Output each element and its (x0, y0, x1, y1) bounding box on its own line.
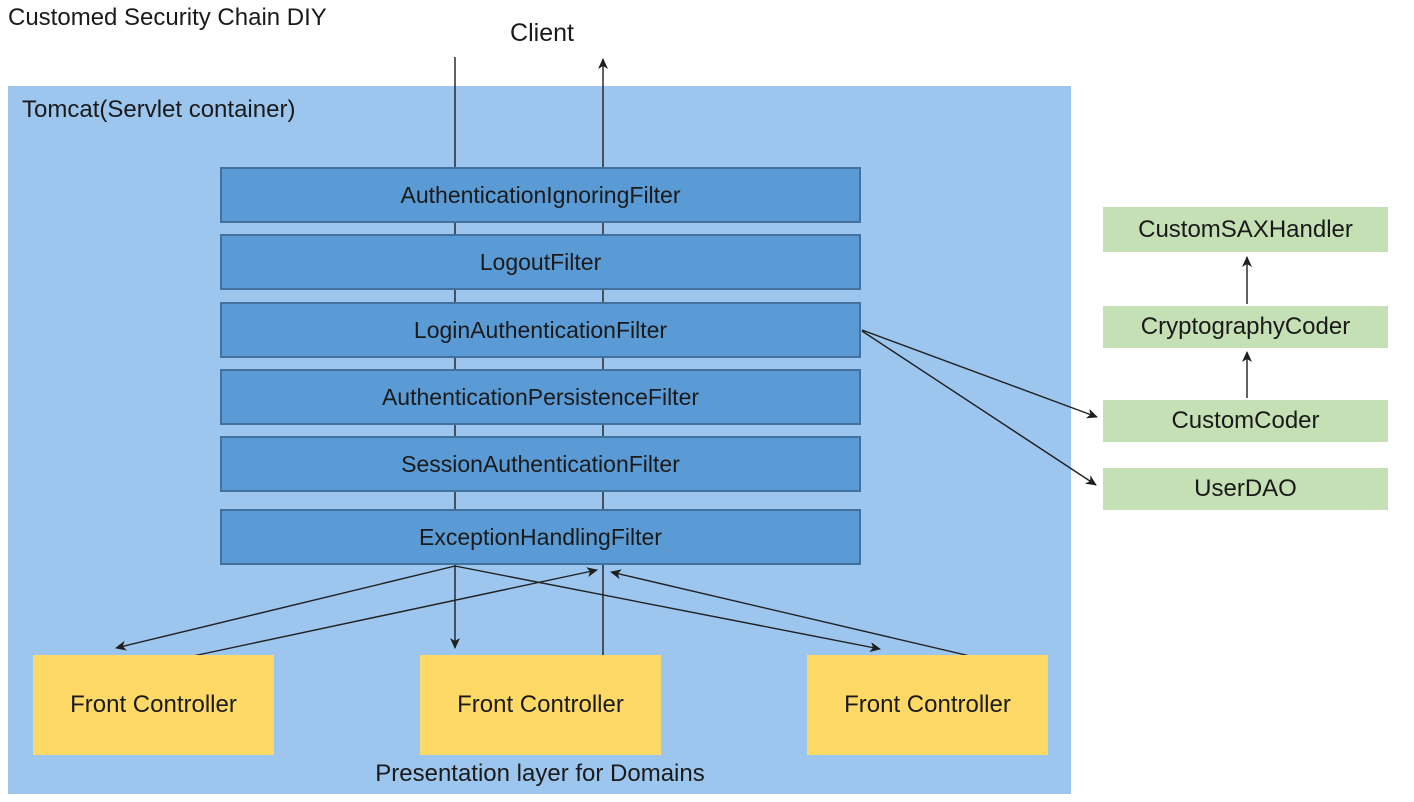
page-title: Customed Security Chain DIY (8, 4, 327, 31)
tomcat-container-label: Tomcat(Servlet container) (22, 96, 296, 123)
filter-box-session-authentication: SessionAuthenticationFilter (220, 436, 861, 492)
support-box-cryptographycoder: CryptographyCoder (1103, 306, 1388, 348)
front-controller-box-1: Front Controller (33, 655, 274, 755)
support-box-customcoder: CustomCoder (1103, 400, 1388, 442)
filter-box-logout: LogoutFilter (220, 234, 861, 290)
client-label: Client (510, 19, 574, 47)
front-controller-box-3: Front Controller (807, 655, 1048, 755)
filter-box-exception-handling: ExceptionHandlingFilter (220, 509, 861, 565)
front-controller-box-2: Front Controller (420, 655, 661, 755)
support-box-userdao: UserDAO (1103, 468, 1388, 510)
filter-box-authentication-ignoring: AuthenticationIgnoringFilter (220, 167, 861, 223)
filter-box-authentication-persistence: AuthenticationPersistenceFilter (220, 369, 861, 425)
filter-box-login-authentication: LoginAuthenticationFilter (220, 302, 861, 358)
presentation-layer-label: Presentation layer for Domains (375, 760, 705, 787)
support-box-customsaxhandler: CustomSAXHandler (1103, 207, 1388, 252)
